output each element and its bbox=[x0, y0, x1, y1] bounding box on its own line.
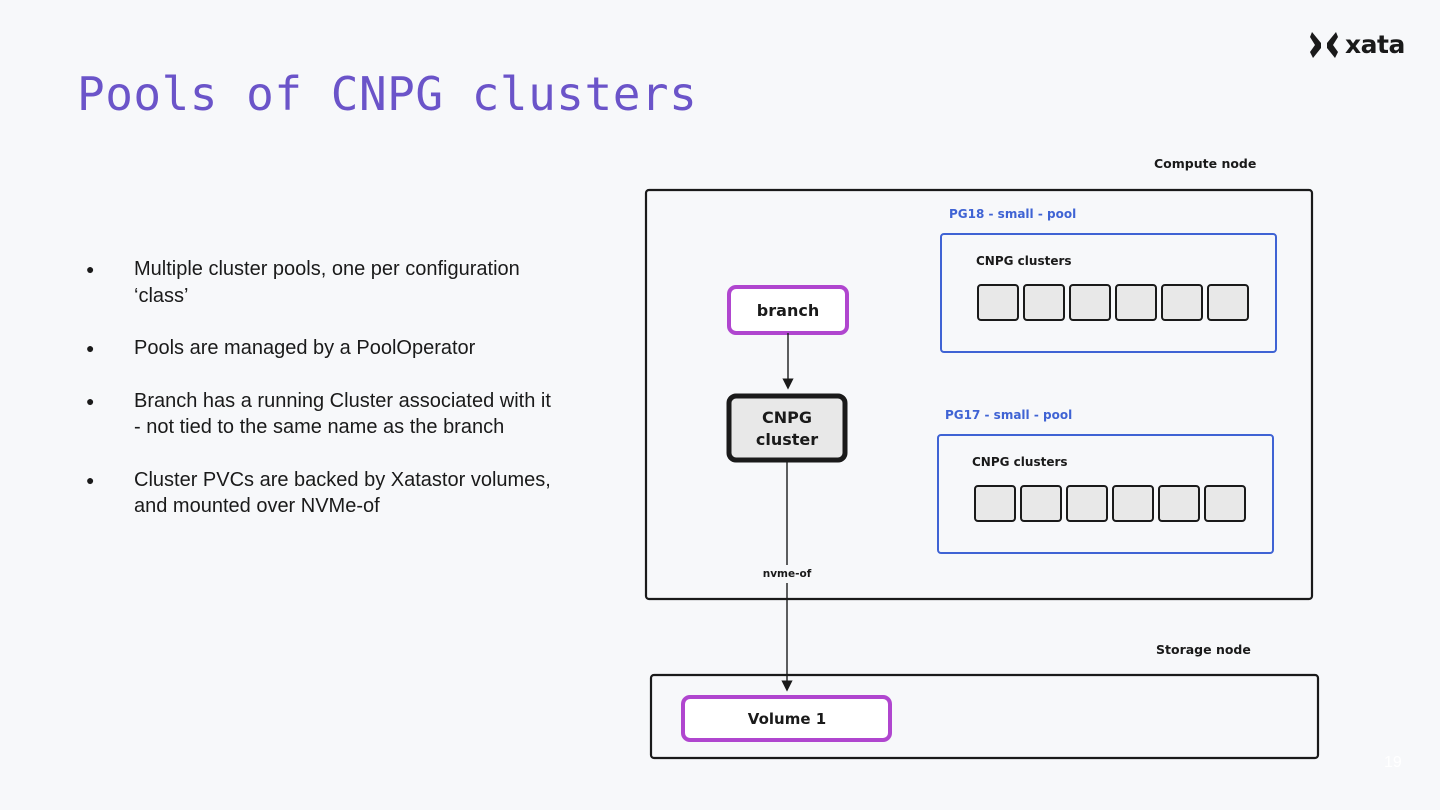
cnpg-cluster-slot bbox=[1112, 485, 1154, 522]
cnpg-cluster-slot bbox=[1066, 485, 1108, 522]
nvme-of-label: nvme-of bbox=[763, 568, 812, 580]
bullet-text: Cluster PVCs are backed by Xatastor volu… bbox=[134, 468, 551, 518]
pool-clusters-label: CNPG clusters bbox=[976, 254, 1072, 268]
pool-label: PG17 - small - pool bbox=[945, 408, 1072, 422]
volume-label: Volume 1 bbox=[748, 710, 826, 728]
cnpg-cluster-slot bbox=[974, 485, 1016, 522]
bullet-marker: ● bbox=[86, 340, 95, 356]
slide-title: Pools of CNPG clusters bbox=[77, 67, 698, 121]
compute-node-box bbox=[644, 188, 1314, 601]
bullet-marker: ● bbox=[86, 261, 95, 277]
xata-logo: xata bbox=[1309, 30, 1405, 60]
cnpg-cluster-slot bbox=[1115, 284, 1157, 321]
pool-box bbox=[937, 434, 1274, 554]
pool-clusters-label: CNPG clusters bbox=[972, 455, 1068, 469]
compute-node-label: Compute node bbox=[1154, 156, 1256, 171]
xata-butterfly-icon bbox=[1310, 32, 1338, 58]
bullet-text: Pools are managed by a PoolOperator bbox=[134, 337, 476, 359]
bullet-item: ● Branch has a running Cluster associate… bbox=[82, 388, 552, 441]
branch-label: branch bbox=[757, 301, 819, 320]
cnpg-cluster-slot bbox=[1069, 284, 1111, 321]
cnpg-cluster-slot bbox=[1158, 485, 1200, 522]
cnpg-cluster-slot bbox=[977, 284, 1019, 321]
bullet-marker: ● bbox=[86, 392, 95, 409]
logo-wordmark: xata bbox=[1345, 30, 1405, 59]
bullet-item: ● Pools are managed by a PoolOperator bbox=[82, 335, 552, 362]
bullet-text: Branch has a running Cluster associated … bbox=[134, 389, 551, 439]
pool-box bbox=[940, 233, 1277, 353]
volume-box bbox=[681, 695, 892, 742]
bullet-marker: ● bbox=[86, 471, 95, 488]
bullet-list: ● Multiple cluster pools, one per config… bbox=[82, 256, 552, 546]
cnpg-cluster-slot bbox=[1161, 284, 1203, 321]
cnpg-cluster-slot bbox=[1204, 485, 1246, 522]
cnpg-cluster-slot bbox=[1207, 284, 1249, 321]
pool-cluster-row bbox=[977, 284, 1249, 321]
cnpg-cluster-label-line1: CNPG bbox=[762, 408, 812, 427]
cnpg-cluster-slot bbox=[1020, 485, 1062, 522]
bullet-text: Multiple cluster pools, one per configur… bbox=[134, 258, 520, 307]
bullet-item: ● Multiple cluster pools, one per config… bbox=[82, 256, 552, 309]
cnpg-cluster-slot bbox=[1023, 284, 1065, 321]
storage-node-label: Storage node bbox=[1156, 642, 1251, 657]
bullet-item: ● Cluster PVCs are backed by Xatastor vo… bbox=[82, 467, 552, 520]
page-number: 19 bbox=[1384, 754, 1402, 771]
cnpg-cluster-box bbox=[726, 393, 848, 463]
cnpg-cluster-label-line2: cluster bbox=[756, 430, 818, 449]
pool-label: PG18 - small - pool bbox=[949, 207, 1076, 221]
architecture-diagram: Compute node PG18 - small - pool CNPG cl… bbox=[620, 140, 1340, 780]
storage-node-box bbox=[649, 673, 1320, 760]
pool-cluster-row bbox=[974, 485, 1246, 522]
diagram-canvas: Compute node PG18 - small - pool CNPG cl… bbox=[644, 156, 1320, 760]
